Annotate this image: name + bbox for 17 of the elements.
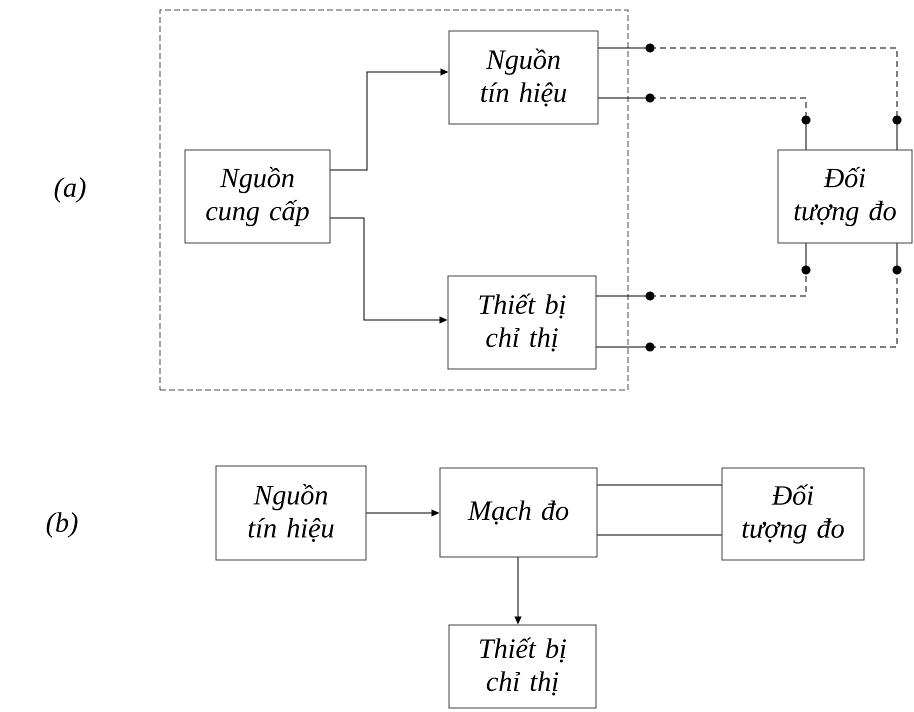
block-box: Thiết bị chỉ thị [448,276,596,370]
block-box: Mạch đo [440,468,598,558]
block-box: Đối tượng đo [722,468,864,560]
block-box: Đối tượng đo [778,150,912,244]
connector [596,243,902,352]
dashed-group-box [160,10,628,390]
connector [597,534,722,536]
connector [596,243,810,300]
block-box: Nguồn tín hiệu [216,466,366,560]
block-box: Nguồn tín hiệu [448,30,598,124]
panel-label: (b) [46,512,78,538]
connector [597,484,722,486]
block-box: Thiết bị chỉ thị [448,624,596,708]
block-box: Nguồn cung cấp [184,150,330,244]
connector [598,94,810,150]
panel-label: (a) [54,177,86,203]
connector [598,44,902,150]
